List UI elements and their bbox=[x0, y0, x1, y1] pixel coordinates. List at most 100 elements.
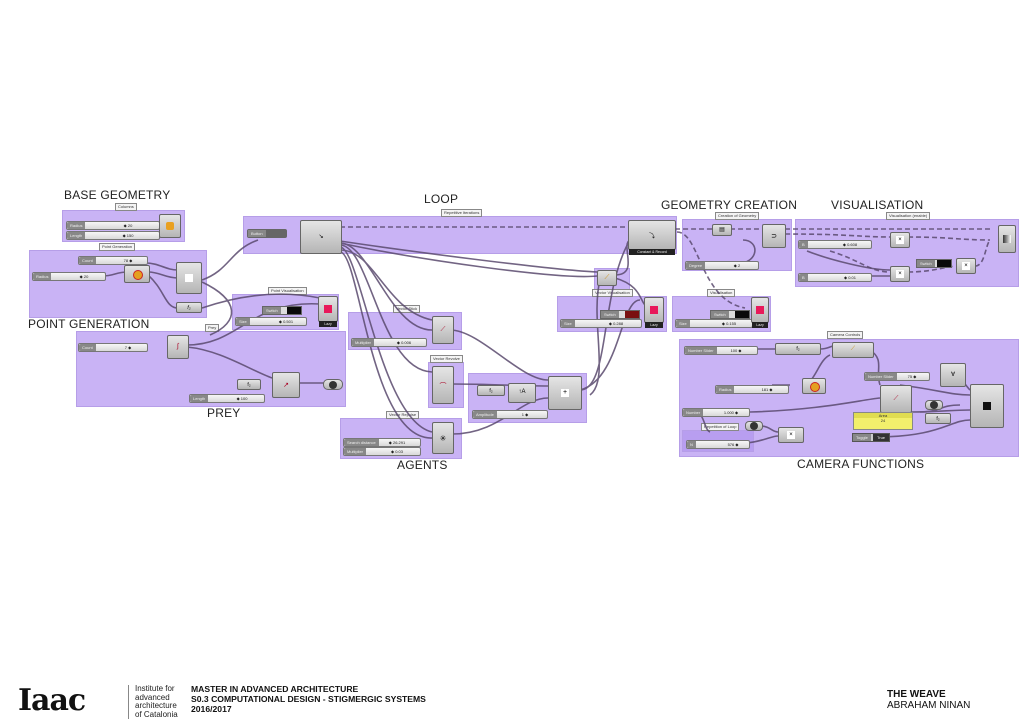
component-vector-stick[interactable]: ⟋ bbox=[432, 316, 454, 344]
slider-degree[interactable]: Degree◆ 2 bbox=[685, 261, 759, 270]
callout-repetition-of-loop: Repetition of Loop bbox=[701, 423, 740, 431]
slider-value: ◆ 0.006 bbox=[396, 340, 412, 345]
component-flatten[interactable]: ▤ bbox=[712, 224, 732, 236]
component-vector-preview[interactable]: Lazy bbox=[644, 297, 664, 328]
slider-stick-multiplier[interactable]: Multiplier◆ 0.006 bbox=[351, 338, 427, 347]
component-geometry-motion[interactable]: ⟋ bbox=[832, 342, 874, 358]
component-prey-expression[interactable]: f₂ bbox=[237, 379, 261, 390]
swatch-visual-color[interactable]: Switch bbox=[710, 310, 750, 319]
component-multiply-b[interactable]: × bbox=[890, 266, 910, 282]
component-prey-data[interactable] bbox=[323, 379, 343, 390]
slider-value: ◆ 0.01 bbox=[844, 275, 856, 280]
slider-column-length[interactable]: Length◆ 150 bbox=[66, 231, 160, 240]
data-icon bbox=[930, 401, 938, 409]
component-data-b[interactable] bbox=[745, 421, 763, 431]
institute-line: Institute for bbox=[135, 684, 175, 693]
slider-prey-length[interactable]: Length◆ 100 bbox=[189, 394, 265, 403]
wire bbox=[339, 246, 433, 433]
slider-search-distance[interactable]: Search distance◆ 26.291 bbox=[343, 438, 421, 447]
component-factor-unit-vector[interactable]: f₂ bbox=[775, 343, 821, 355]
institute-line: of Catalonia bbox=[135, 709, 178, 719]
swatch-point-color[interactable]: Switch bbox=[262, 306, 302, 315]
component-interpolate[interactable]: ⊃ bbox=[762, 224, 786, 248]
section-title-prey: PREY bbox=[207, 406, 241, 420]
component-camera-expression[interactable]: f₂ bbox=[925, 413, 951, 424]
component-vector-addition[interactable]: ⟋ bbox=[597, 270, 617, 286]
wire bbox=[144, 262, 179, 271]
component-circle[interactable] bbox=[124, 265, 150, 283]
wire bbox=[874, 419, 971, 438]
component-caption: Lazy bbox=[319, 321, 337, 327]
component-cylinder[interactable] bbox=[159, 214, 181, 238]
vector-add-icon: ⟋ bbox=[604, 274, 610, 281]
multiply-icon: × bbox=[896, 236, 904, 244]
panel-title: Area bbox=[854, 413, 912, 418]
data-icon bbox=[750, 422, 758, 430]
slider-label: Count bbox=[79, 344, 96, 351]
slider-value: 576 ◆ bbox=[727, 442, 739, 447]
swatch-vector-color[interactable]: Switch bbox=[600, 310, 640, 319]
populate-icon bbox=[185, 274, 193, 282]
slider-repulse-multiplier[interactable]: Multiplier◆ 0.03 bbox=[343, 447, 421, 456]
component-data-a[interactable] bbox=[925, 400, 943, 410]
program-line: MASTER IN ADVANCED ARCHITECTURE bbox=[191, 684, 359, 694]
component-gradient[interactable] bbox=[998, 225, 1016, 253]
slider-value: 78 ◆ bbox=[123, 258, 133, 263]
component-prey-curve[interactable]: ∫ bbox=[167, 335, 189, 359]
slider-column-radius[interactable]: Radius◆ 20 bbox=[66, 221, 160, 230]
slider-label: Size bbox=[236, 318, 250, 325]
slider-value: ◆ 0.288 bbox=[608, 321, 624, 326]
slider-value: ◆ 0.501 bbox=[278, 319, 294, 324]
wire bbox=[339, 249, 433, 321]
slider-vector-size[interactable]: Size◆ 0.288 bbox=[560, 319, 642, 328]
component-vector-repulse[interactable]: ✳ bbox=[432, 422, 454, 454]
component-prey-move[interactable]: ↗ bbox=[272, 372, 300, 398]
component-addition[interactable]: + bbox=[548, 376, 582, 410]
slider-visualisation-b[interactable]: B◆ 0.01 bbox=[798, 273, 872, 282]
component-multiply-a[interactable]: × bbox=[890, 232, 910, 248]
callout-visualisation-enable: Visualisation (enable) bbox=[886, 212, 931, 220]
component-amplitude[interactable]: ↑A bbox=[508, 383, 536, 403]
slider-visualisation-size[interactable]: Size◆ 0.155 bbox=[675, 319, 753, 328]
slider-point-radius[interactable]: Radius◆ 20 bbox=[32, 272, 106, 281]
component-visual-preview[interactable]: Lazy bbox=[751, 297, 769, 328]
component-vector-revolve[interactable]: ⌒ bbox=[432, 366, 454, 404]
repulse-icon: ✳ bbox=[439, 434, 447, 443]
component-evaluate-curve[interactable]: ⟋ bbox=[880, 385, 912, 413]
button-label: Button bbox=[248, 230, 266, 237]
component-populate[interactable] bbox=[176, 262, 202, 294]
slider-label: Radius bbox=[67, 222, 86, 229]
plus-icon: + bbox=[561, 389, 569, 397]
swatch-visualisation-color[interactable]: Switch bbox=[916, 259, 952, 268]
panel-value: 24 bbox=[880, 418, 886, 423]
component-multiply-c[interactable]: × bbox=[956, 258, 976, 274]
callout-point-generation: Point Generation bbox=[99, 243, 136, 251]
component-counter[interactable]: ↘ bbox=[300, 220, 342, 254]
swatch-label: Switch bbox=[711, 311, 729, 318]
component-camera-circle[interactable] bbox=[802, 378, 826, 394]
slider-visualisation-a[interactable]: B◆ 0.608 bbox=[798, 240, 872, 249]
component-expression[interactable]: f₂ bbox=[176, 302, 202, 313]
component-point-preview[interactable]: Lazy bbox=[318, 296, 338, 327]
slider-point-size[interactable]: Size ◆ 0.501 bbox=[235, 317, 307, 326]
component-multiply-d[interactable]: × bbox=[778, 427, 804, 443]
multiply-icon: × bbox=[787, 431, 795, 439]
expression-icon: f₂ bbox=[936, 415, 940, 422]
component-constant-record[interactable]: ⤵Constant & Record bbox=[628, 220, 676, 255]
data-icon bbox=[329, 380, 337, 389]
component-result-expression[interactable]: f₂ bbox=[477, 385, 505, 396]
component-camera[interactable] bbox=[970, 384, 1004, 428]
wire bbox=[147, 271, 179, 279]
component-vector-xyz[interactable]: ∀ bbox=[940, 363, 966, 387]
button-loop[interactable]: Button bbox=[247, 229, 287, 238]
